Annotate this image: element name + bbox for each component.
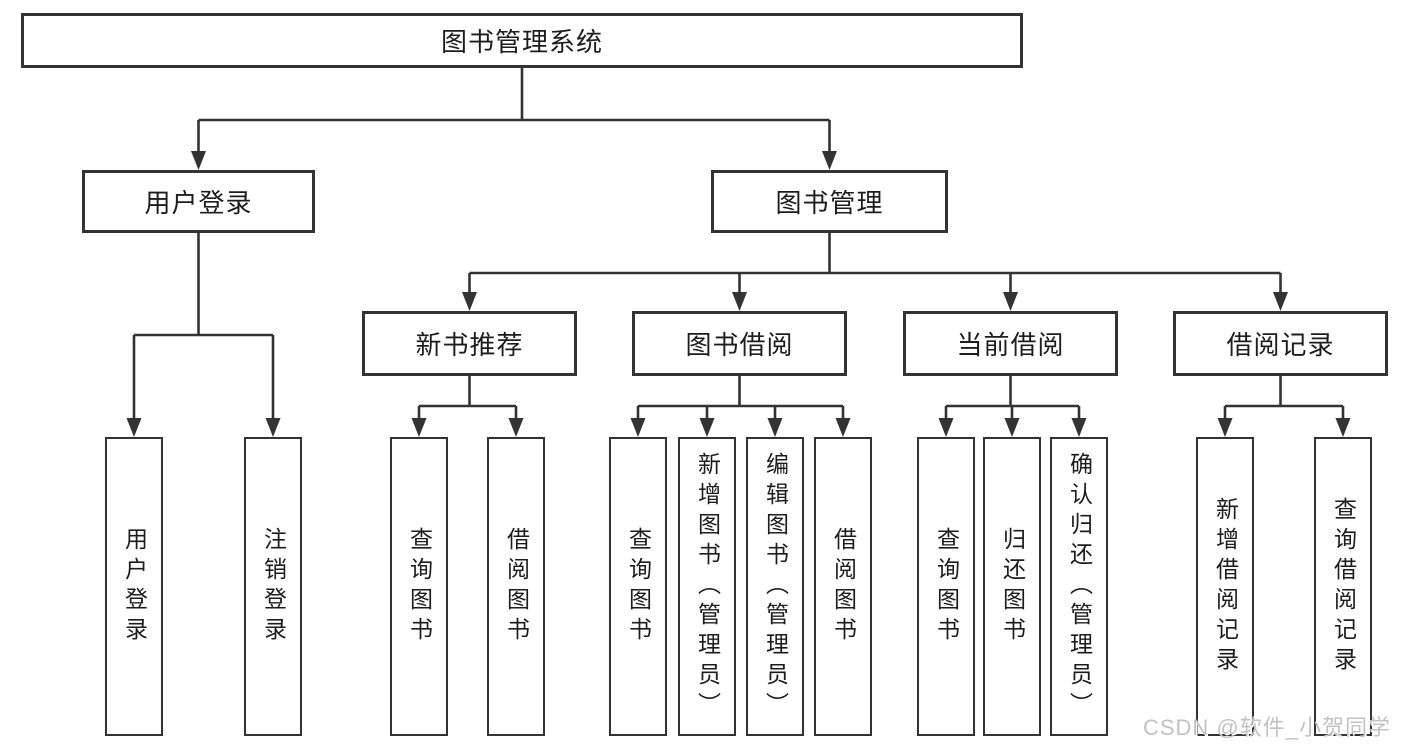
node-leaf-confirm: 确认归还（管理员） [1050,437,1108,736]
arrowhead-icon [191,151,206,170]
node-book-borrow: 图书借阅 [632,311,847,376]
arrowhead-icon [767,418,783,437]
node-label: 查询借阅记录 [1330,496,1357,677]
node-label: 用户登录 [144,188,253,218]
node-label: 借阅图书 [830,526,857,647]
node-root: 图书管理系统 [21,13,1023,68]
node-label: 借阅记录 [1226,330,1335,360]
arrowhead-icon [462,292,477,311]
node-borrow-records: 借阅记录 [1173,311,1388,376]
node-leaf-add-rec: 新增借阅记录 [1196,437,1254,736]
node-leaf-query-2: 查询图书 [609,437,667,736]
arrowhead-icon [1335,418,1351,437]
node-leaf-query-3: 查询图书 [917,437,975,736]
node-label: 图书管理系统 [440,27,603,57]
node-new-book-rec: 新书推荐 [362,311,577,376]
arrowhead-icon [938,418,954,437]
node-leaf-query-1: 查询图书 [390,437,448,736]
node-label: 借阅图书 [503,526,530,647]
node-label: 新增图书（管理员） [694,451,721,722]
arrowhead-icon [1004,418,1020,437]
node-label: 当前借阅 [956,330,1065,360]
node-book-manage: 图书管理 [711,170,948,233]
node-label: 新书推荐 [415,330,524,360]
node-label: 用户登录 [121,526,148,647]
arrowhead-icon [508,418,524,437]
arrowhead-icon [411,418,427,437]
arrowhead-icon [732,292,747,311]
node-label: 编辑图书（管理员） [762,451,789,722]
arrowhead-icon [1273,292,1288,311]
node-leaf-edit-book: 编辑图书（管理员） [746,437,804,736]
arrowhead-icon [265,418,281,437]
node-leaf-borrow-1: 借阅图书 [487,437,545,736]
node-label: 查询图书 [933,526,960,647]
node-leaf-user-login: 用户登录 [105,437,163,736]
watermark: CSDN @软件_小贺同学 [1142,715,1391,740]
arrowhead-icon [1003,292,1018,311]
arrowhead-icon [835,418,851,437]
node-label: 注销登录 [260,526,287,647]
node-label: 图书管理 [775,188,884,218]
node-leaf-borrow-2: 借阅图书 [814,437,872,736]
node-user-login: 用户登录 [82,170,315,233]
node-label: 新增借阅记录 [1212,496,1239,677]
node-leaf-query-rec: 查询借阅记录 [1314,437,1372,736]
node-label: 查询图书 [625,526,652,647]
arrowhead-icon [630,418,646,437]
arrowhead-icon [126,418,142,437]
arrowhead-icon [699,418,715,437]
node-label: 确认归还（管理员） [1066,451,1093,722]
node-current-borrow: 当前借阅 [903,311,1118,376]
node-leaf-return: 归还图书 [983,437,1041,736]
arrowhead-icon [822,151,837,170]
node-label: 查询图书 [406,526,433,647]
node-label: 归还图书 [999,526,1026,647]
arrowhead-icon [1217,418,1233,437]
node-leaf-add-book: 新增图书（管理员） [678,437,736,736]
node-label: 图书借阅 [685,330,794,360]
node-leaf-logout: 注销登录 [244,437,302,736]
arrowhead-icon [1071,418,1087,437]
